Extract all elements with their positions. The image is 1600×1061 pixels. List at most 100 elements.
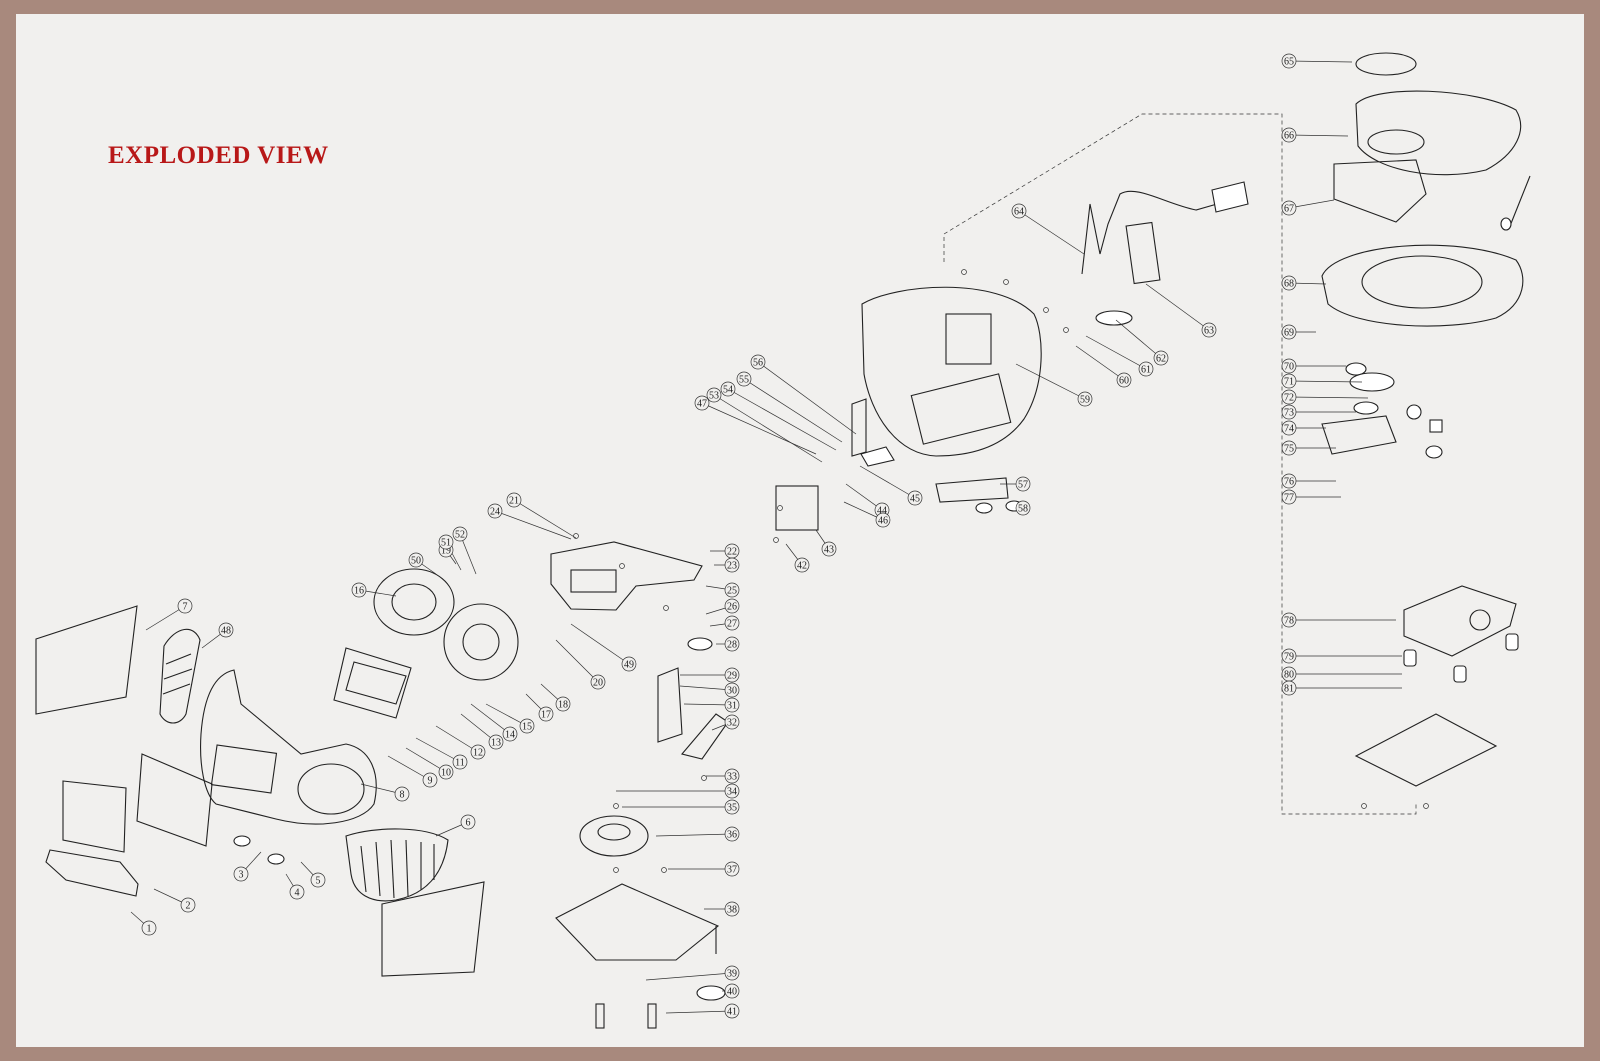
callout-label: 62 <box>1156 354 1166 365</box>
callout-label: 23 <box>727 561 737 572</box>
callout-label: 65 <box>1284 57 1294 68</box>
callout-5: 5 <box>310 872 326 888</box>
dashed-group-frame <box>943 113 1417 815</box>
callout-label: 80 <box>1284 670 1294 681</box>
callout-17: 17 <box>538 706 554 722</box>
mount-bracket <box>851 398 867 457</box>
callout-56: 56 <box>750 354 766 370</box>
callout-label: 4 <box>295 888 300 899</box>
callout-label: 61 <box>1141 365 1151 376</box>
callout-label: 33 <box>727 772 737 783</box>
pointer-part <box>681 713 729 760</box>
callout-75: 75 <box>1281 440 1297 456</box>
callout-label: 42 <box>797 561 807 572</box>
callout-37: 37 <box>724 861 740 877</box>
callout-label: 8 <box>400 790 405 801</box>
leader-line <box>743 378 843 443</box>
callout-38: 38 <box>724 901 740 917</box>
speaker-cone-b <box>443 603 519 681</box>
callout-label: 43 <box>824 545 834 556</box>
callout-label: 17 <box>541 710 551 721</box>
callout-label: 47 <box>697 399 707 410</box>
callout-3: 3 <box>233 866 249 882</box>
leader-line <box>570 623 630 665</box>
callout-label: 7 <box>183 602 188 613</box>
callout-label: 46 <box>878 516 888 527</box>
callout-48: 48 <box>218 622 234 638</box>
callout-28: 28 <box>724 636 740 652</box>
callout-27: 27 <box>724 615 740 631</box>
callout-label: 72 <box>1284 393 1294 404</box>
front-window-panel <box>35 605 138 715</box>
leader-line <box>645 972 733 981</box>
callout-label: 27 <box>727 619 737 630</box>
callout-54: 54 <box>720 381 736 397</box>
callout-label: 49 <box>624 660 634 671</box>
callout-22: 22 <box>724 543 740 559</box>
callout-1: 1 <box>141 920 157 936</box>
callout-label: 57 <box>1018 480 1028 491</box>
callout-label: 54 <box>723 385 733 396</box>
cd-chassis-top <box>1321 244 1524 327</box>
leader-line <box>485 703 528 727</box>
transformer <box>775 485 819 531</box>
leader-line <box>679 685 733 691</box>
rear-cabinet <box>861 286 1042 457</box>
callout-79: 79 <box>1281 648 1297 664</box>
callout-2: 2 <box>180 897 196 913</box>
callout-51: 51 <box>438 534 454 550</box>
callout-label: 1 <box>147 924 152 935</box>
callout-13: 13 <box>488 734 504 750</box>
base-plate <box>1354 713 1498 787</box>
callout-label: 37 <box>727 865 737 876</box>
callout-label: 30 <box>727 686 737 697</box>
callout-label: 16 <box>354 586 364 597</box>
callout-55: 55 <box>736 371 752 387</box>
callout-81: 81 <box>1281 680 1297 696</box>
callout-67: 67 <box>1281 200 1297 216</box>
callout-33: 33 <box>724 768 740 784</box>
callout-label: 56 <box>753 358 763 369</box>
callout-label: 11 <box>455 758 465 769</box>
callout-10: 10 <box>438 764 454 780</box>
callout-label: 2 <box>186 901 191 912</box>
top-cover <box>1355 90 1522 176</box>
screw-icons <box>573 269 1429 873</box>
callout-label: 28 <box>727 640 737 651</box>
leader-line <box>713 394 823 463</box>
callout-label: 29 <box>727 671 737 682</box>
callout-label: 14 <box>505 730 515 741</box>
leader-line <box>845 483 883 511</box>
callout-label: 31 <box>727 701 737 712</box>
leader-line <box>1288 396 1369 399</box>
callout-74: 74 <box>1281 420 1297 436</box>
leader-line <box>415 737 461 763</box>
callout-29: 29 <box>724 667 740 683</box>
callout-46: 46 <box>875 512 891 528</box>
callout-15: 15 <box>519 718 535 734</box>
callout-label: 38 <box>727 905 737 916</box>
callout-label: 6 <box>466 818 471 829</box>
callout-label: 21 <box>509 496 519 507</box>
callout-50: 50 <box>408 552 424 568</box>
callout-label: 58 <box>1018 504 1028 515</box>
callout-76: 76 <box>1281 473 1297 489</box>
callout-label: 64 <box>1014 207 1024 218</box>
callout-73: 73 <box>1281 404 1297 420</box>
callout-label: 5 <box>316 876 321 887</box>
rear-window-panel <box>381 881 485 977</box>
switch-board <box>1321 415 1397 455</box>
callout-78: 78 <box>1281 612 1297 628</box>
callout-60: 60 <box>1116 372 1132 388</box>
callout-label: 77 <box>1284 493 1294 504</box>
leader-line <box>701 402 817 455</box>
callout-25: 25 <box>724 582 740 598</box>
callout-43: 43 <box>821 541 837 557</box>
callout-23: 23 <box>724 557 740 573</box>
leader-line <box>513 499 577 539</box>
leader-line <box>859 465 916 499</box>
callout-label: 73 <box>1284 408 1294 419</box>
leader-line <box>1115 319 1162 359</box>
callout-label: 71 <box>1284 377 1294 388</box>
callout-62: 62 <box>1153 350 1169 366</box>
